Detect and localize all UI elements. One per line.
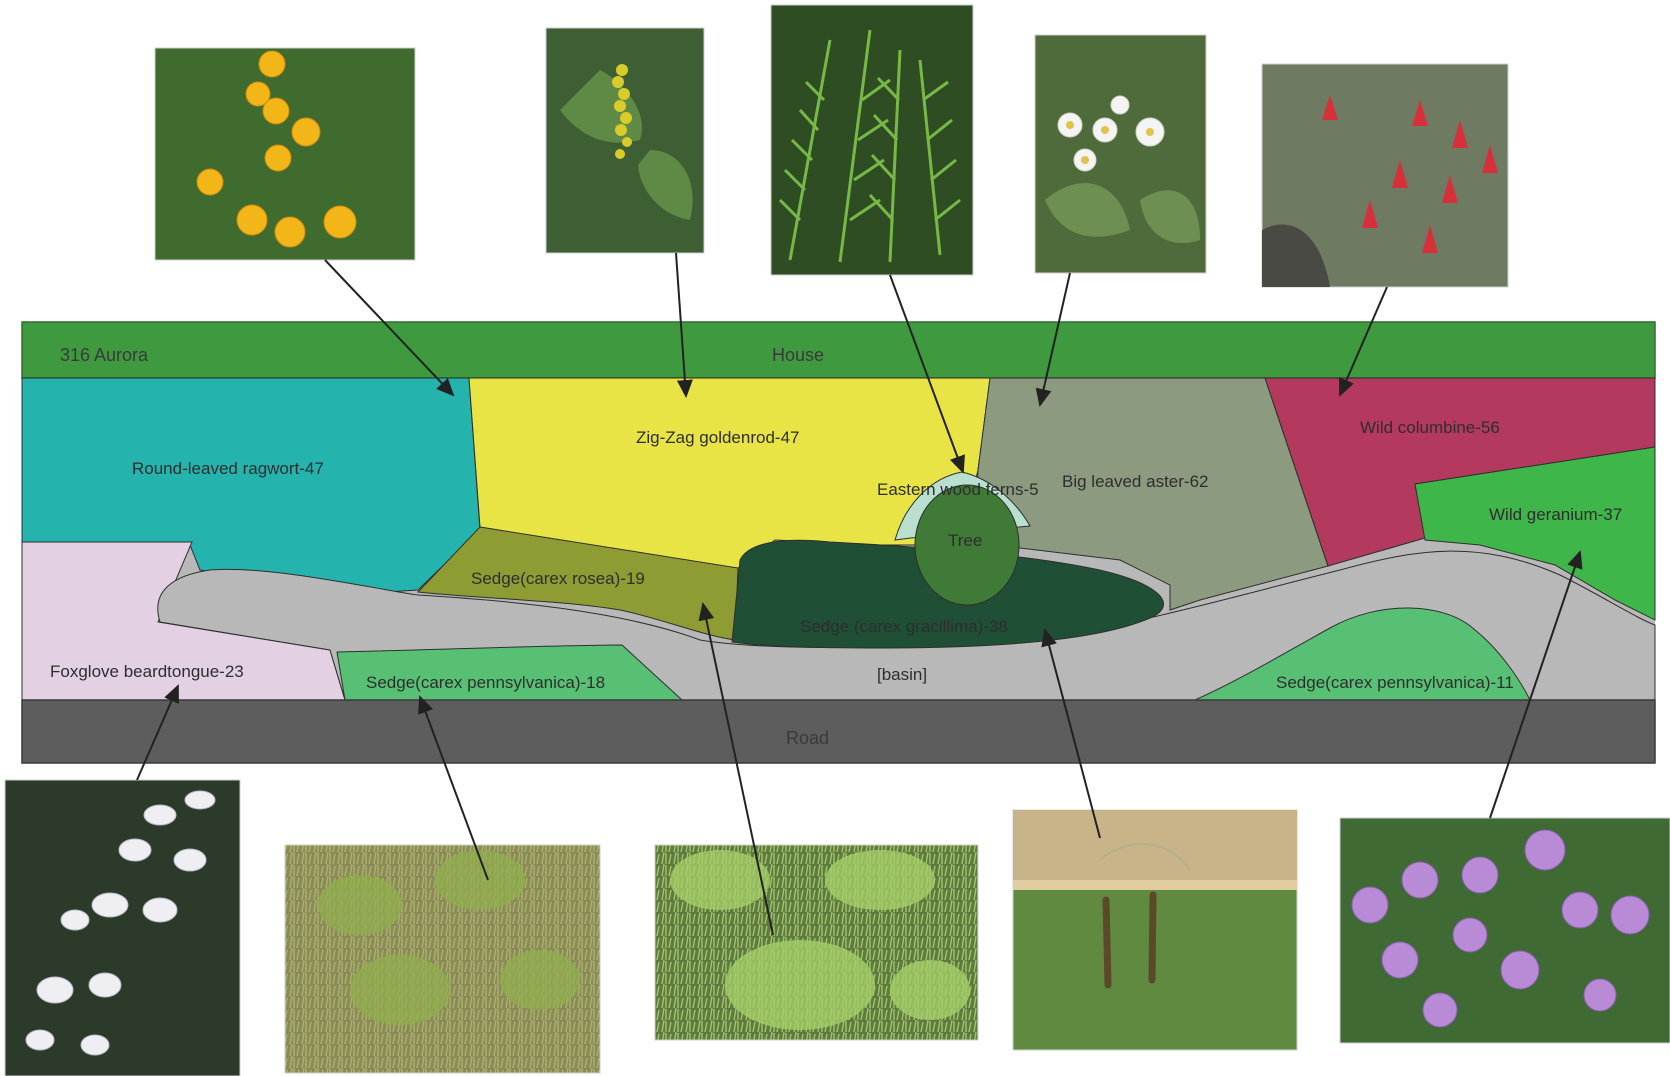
photo-big-leaved-aster <box>1035 35 1206 273</box>
label-wild-geranium: Wild geranium-37 <box>1489 505 1622 524</box>
photo-eastern-wood-fern <box>771 5 973 275</box>
photo-foxglove-beardtongue <box>5 780 240 1076</box>
photo-wild-columbine <box>1262 64 1508 287</box>
label-sedge-pennsylvanica-west: Sedge(carex pennsylvanica)-18 <box>366 673 605 692</box>
label-round-leaved-ragwort: Round-leaved ragwort-47 <box>132 459 324 478</box>
label-wild-columbine: Wild columbine-56 <box>1360 418 1500 437</box>
house-address-label: 316 Aurora <box>60 345 149 365</box>
road-label: Road <box>786 728 829 748</box>
label-big-leaved-aster: Big leaved aster-62 <box>1062 472 1208 491</box>
photo-sedge-carex-rosea <box>655 845 978 1040</box>
label-sedge-carex-rosea: Sedge(carex rosea)-19 <box>471 569 645 588</box>
photo-wild-geranium <box>1340 818 1670 1043</box>
label-basin: [basin] <box>877 665 927 684</box>
photo-sedge-pennsylvanica <box>285 845 600 1073</box>
label-tree: Tree <box>948 531 982 550</box>
label-zig-zag-goldenrod: Zig-Zag goldenrod-47 <box>636 428 799 447</box>
house-band <box>22 322 1655 378</box>
label-sedge-carex-gracillima: Sedge (carex gracillima)-38 <box>800 617 1008 636</box>
site-plan: 316 Aurora House Road Round-leaved ragwo… <box>22 322 1655 763</box>
label-sedge-pennsylvanica-east: Sedge(carex pennsylvanica)-11 <box>1276 673 1514 692</box>
photo-sedge-carex-gracillima <box>1013 810 1297 1050</box>
road-band <box>22 700 1655 763</box>
label-eastern-wood-ferns: Eastern wood ferns-5 <box>877 480 1039 499</box>
photo-round-leaved-ragwort <box>155 48 415 260</box>
house-label: House <box>772 345 824 365</box>
photo-zig-zag-goldenrod <box>546 28 704 253</box>
label-foxglove-beardtongue: Foxglove beardtongue-23 <box>50 662 244 681</box>
